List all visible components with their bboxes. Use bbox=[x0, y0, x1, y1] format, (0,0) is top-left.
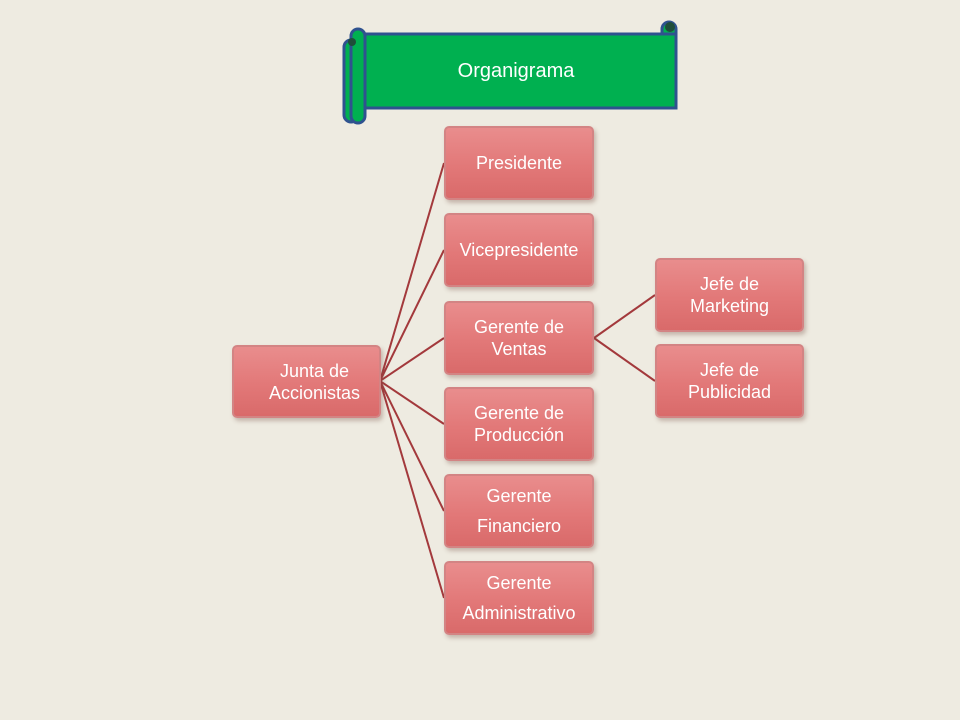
title-banner bbox=[342, 20, 678, 125]
connector-jefe-marketing bbox=[593, 294, 656, 339]
node-gerente-administrativo: Gerente Administrativo bbox=[444, 561, 594, 635]
chart-title: Organigrama bbox=[457, 59, 575, 82]
node-vicepresidente: Vicepresidente bbox=[444, 213, 594, 287]
connector-presidente bbox=[379, 162, 445, 382]
node-jefe-de-marketing: Jefe de Marketing bbox=[655, 258, 804, 332]
connector-vicepresidente bbox=[379, 249, 445, 382]
node-gerente-financiero: Gerente Financiero bbox=[444, 474, 594, 548]
node-presidente: Presidente bbox=[444, 126, 594, 200]
connector-gerente-administrativo bbox=[379, 380, 445, 599]
node-gerente-de-ventas: Gerente de Ventas bbox=[444, 301, 594, 375]
connector-gerente-ventas bbox=[379, 337, 445, 382]
connector-gerente-financiero bbox=[379, 380, 445, 512]
connector-gerente-produccion bbox=[379, 380, 445, 425]
node-gerente-de-produccion: Gerente de Producción bbox=[444, 387, 594, 461]
node-jefe-de-publicidad: Jefe de Publicidad bbox=[655, 344, 804, 418]
connector-jefe-publicidad bbox=[593, 337, 656, 382]
node-junta-de-accionistas: Junta de Accionistas bbox=[232, 345, 381, 418]
